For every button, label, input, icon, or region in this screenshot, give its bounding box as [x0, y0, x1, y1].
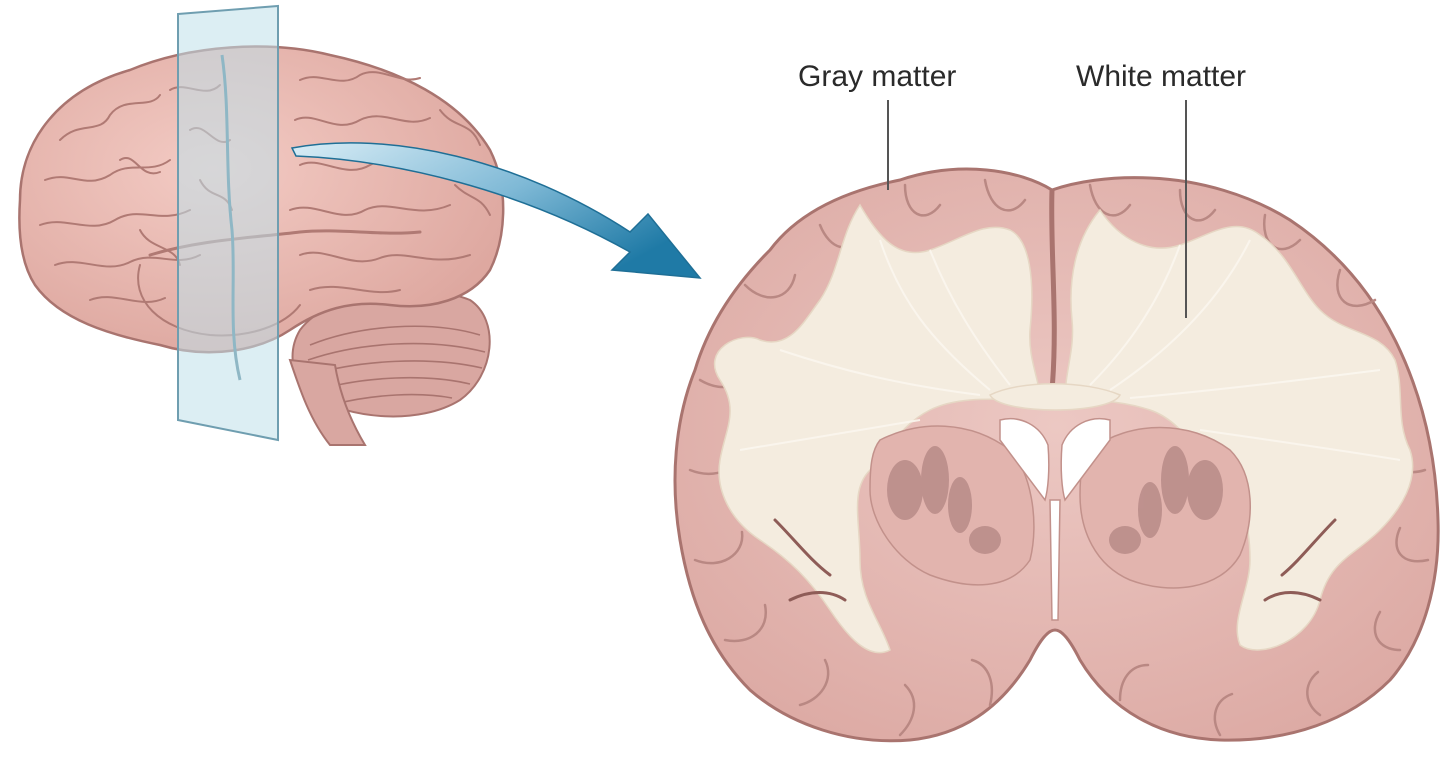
arrow-body — [290, 142, 702, 279]
slice-plane — [177, 4, 279, 442]
label-white-matter: White matter — [1076, 60, 1246, 318]
insular-sulci — [773, 518, 1337, 602]
label-gray-matter: Gray matter — [798, 60, 956, 190]
slice-plane-intersection — [220, 54, 242, 381]
basal-ganglia-left — [887, 446, 1001, 554]
corpus-callosum — [988, 383, 1122, 411]
curved-arrow — [290, 142, 702, 279]
deep-gray-right — [1079, 426, 1251, 589]
white-matter-fibers — [739, 239, 1401, 461]
third-ventricle — [1049, 499, 1061, 621]
brainstem — [288, 358, 367, 446]
coronal-section — [673, 167, 1440, 743]
basal-ganglia-right — [1109, 446, 1223, 554]
white-matter-label: White matter — [1076, 60, 1246, 93]
gray-matter-label: Gray matter — [798, 60, 956, 93]
lateral-ventricle-left — [999, 418, 1050, 502]
brain-side-view — [18, 4, 505, 446]
lateral-ventricle-right — [1060, 418, 1111, 502]
longitudinal-fissure — [1049, 189, 1057, 391]
